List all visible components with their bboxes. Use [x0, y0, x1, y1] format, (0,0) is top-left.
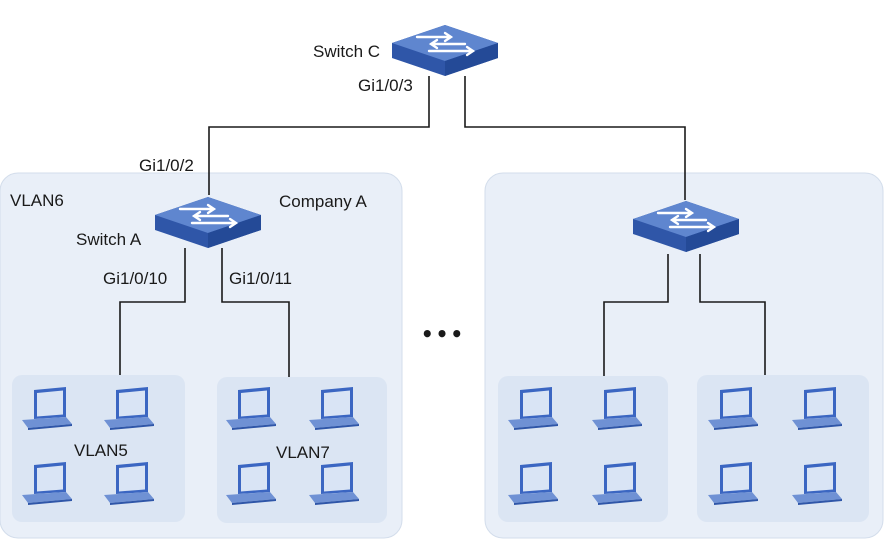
link-switch-c-to-switch-a [208, 76, 430, 195]
vlan7-label: VLAN7 [276, 443, 330, 462]
vlan6-label: VLAN6 [10, 191, 64, 210]
link-right-switch-to-group-1 [603, 254, 669, 376]
company-a-label: Company A [279, 192, 368, 211]
link-switch-c-to-right-switch [464, 76, 686, 200]
switch-c-icon [390, 23, 500, 78]
link-switch-a-to-vlan5 [119, 248, 186, 375]
switch-a-label: Switch A [76, 230, 142, 249]
link-right-switch-to-group-2 [699, 254, 766, 375]
more-indicator: ••• [421, 322, 465, 346]
switch-a-uplink-port-label: Gi1/0/2 [139, 156, 194, 175]
link-switch-a-to-vlan7 [221, 248, 290, 377]
switch-c-port-label: Gi1/0/3 [358, 76, 413, 95]
vlan5-label: VLAN5 [74, 441, 128, 460]
switch-c-label: Switch C [313, 42, 380, 61]
port-gi1-0-11-label: Gi1/0/11 [229, 269, 292, 288]
port-gi1-0-10-label: Gi1/0/10 [103, 269, 167, 288]
